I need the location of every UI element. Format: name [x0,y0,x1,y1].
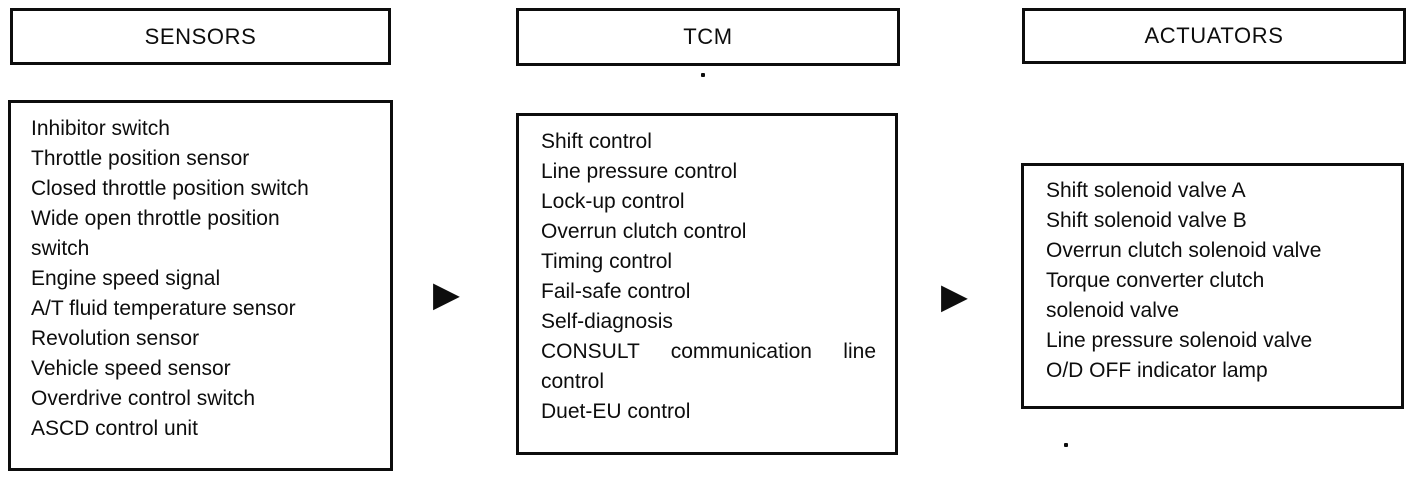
list-item: Overdrive control switch [31,387,256,410]
arrow-right-icon: ▶ [941,277,968,317]
sensors-header-label: SENSORS [144,23,257,49]
list-item: Shift solenoid valve B [1046,209,1247,232]
list-item: CONSULT communication line control [541,340,876,393]
tcm-header-label: TCM [683,24,733,49]
list-item: Self-diagnosis [541,310,673,333]
actuators-list-box: Shift solenoid valve A Shift solenoid va… [1021,163,1404,409]
sensors-list-box: Inhibitor switch Throttle position senso… [8,100,393,471]
list-item: Duet-EU control [541,400,691,423]
list-item: Shift control [541,130,652,153]
tcm-list-box: Shift control Line pressure control Lock… [516,113,898,455]
actuators-header-box: ACTUATORS [1022,8,1406,64]
tcm-header-box: TCM [516,8,900,66]
sensors-header-box: SENSORS [10,8,391,65]
sensors-list: Inhibitor switch Throttle position senso… [31,114,340,444]
list-item: Line pressure solenoid valve [1046,329,1313,352]
list-item: Throttle position sensor [31,147,250,170]
tcm-list: Shift control Line pressure control Lock… [541,127,876,427]
list-item: Shift solenoid valve A [1046,179,1246,202]
list-item: Engine speed signal [31,267,221,290]
list-item: Overrun clutch control [541,220,747,243]
list-item: A/T fluid temperature sensor [31,297,296,320]
ink-speck [1064,443,1068,447]
list-item: Fail-safe control [541,280,691,303]
list-item: Torque converter clutch solenoid valve [1046,269,1265,322]
list-item: ASCD control unit [31,417,198,440]
list-item: Overrun clutch solenoid valve [1046,239,1322,262]
list-item: Wide open throttle position switch [31,207,280,260]
list-item: Vehicle speed sensor [31,357,231,380]
actuators-list: Shift solenoid valve A Shift solenoid va… [1046,176,1366,386]
list-item: Timing control [541,250,673,273]
list-item: Line pressure control [541,160,738,183]
list-item: Closed throttle position switch [31,177,309,200]
actuators-header-label: ACTUATORS [1144,23,1284,48]
list-item: Revolution sensor [31,327,200,350]
list-item: O/D OFF indicator lamp [1046,359,1268,382]
list-item: Inhibitor switch [31,117,170,140]
ink-speck [701,73,705,77]
list-item: Lock-up control [541,190,685,213]
arrow-right-icon: ▶ [433,275,460,315]
